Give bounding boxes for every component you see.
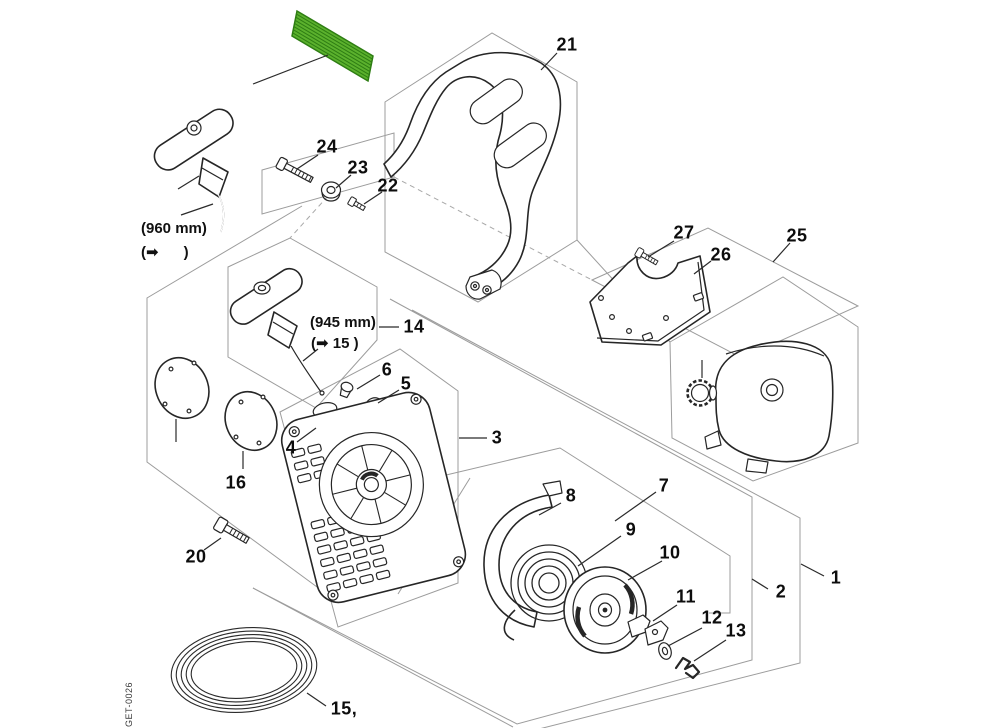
starter-grip-945-part xyxy=(229,267,325,396)
pawl-11-part xyxy=(627,614,669,646)
callout-26: 26 xyxy=(710,244,732,265)
screw-27-part xyxy=(634,247,659,266)
leader-grip960-b xyxy=(180,203,214,216)
leader-6 xyxy=(356,374,381,390)
callout-15: 15, xyxy=(330,698,358,719)
construction-box-25 xyxy=(590,227,860,359)
starter-rope-945 xyxy=(290,345,322,393)
plug-6-part xyxy=(339,381,354,399)
construction-box-7 xyxy=(424,447,731,614)
leader-26 xyxy=(693,260,712,275)
handle-foot-clamp xyxy=(465,269,502,300)
leader-9 xyxy=(577,535,622,567)
leader-23 xyxy=(335,174,352,189)
leader-2 xyxy=(751,578,769,590)
callout-10: 10 xyxy=(659,542,681,563)
construction-box-16 xyxy=(146,205,333,599)
construction-dash-b xyxy=(393,176,593,281)
callout-12: 12 xyxy=(701,607,723,628)
construction-dash-a xyxy=(289,195,329,239)
callout-9: 9 xyxy=(625,519,637,540)
callout-8: 8 xyxy=(565,485,577,506)
callout-20: 20 xyxy=(185,546,207,567)
cover-plates-16-part xyxy=(154,356,278,452)
callout-6: 6 xyxy=(381,359,393,380)
callout-14: 14 xyxy=(403,316,425,337)
callout-24: 24 xyxy=(316,136,338,157)
front-handle-part xyxy=(383,51,562,300)
callout-11: 11 xyxy=(675,586,697,607)
construction-box-muffler xyxy=(669,276,859,482)
callout-7: 7 xyxy=(658,475,670,496)
leader-11 xyxy=(652,604,678,622)
construction-lines xyxy=(146,32,860,728)
callout-23: 23 xyxy=(347,157,369,178)
leader-10 xyxy=(627,560,663,581)
washer-12-part xyxy=(658,642,672,660)
leader-27 xyxy=(647,240,675,258)
leader-21 xyxy=(540,52,558,71)
leader-4 xyxy=(296,427,317,443)
leader-25 xyxy=(772,242,791,263)
grip-shank xyxy=(267,311,298,349)
rope-rotor-10-part xyxy=(563,566,647,654)
rope-ring-15-part xyxy=(170,626,318,714)
construction-line-bottom xyxy=(252,587,514,728)
callout-22: 22 xyxy=(377,175,399,196)
rope-960-ref-label: (➡ ) xyxy=(141,244,189,261)
callout-16: 16 xyxy=(225,472,247,493)
handle-slot-lower xyxy=(493,122,547,169)
leader-grip960-a xyxy=(177,175,200,190)
grommet-23-part xyxy=(320,181,342,202)
callout-3: 3 xyxy=(491,427,503,448)
construction-box-2 xyxy=(252,298,753,725)
rope-length-960-label: (960 mm) xyxy=(141,220,207,237)
rope-945-ref-label: (➡ 15 ) xyxy=(311,335,359,352)
leader-13 xyxy=(693,639,727,662)
screw-22-part xyxy=(347,196,366,212)
grip-shank xyxy=(198,157,229,198)
starter-band-8-part xyxy=(483,480,563,628)
drawing-number: GET-0026 xyxy=(124,681,134,727)
callout-13: 13 xyxy=(725,620,747,641)
rope-length-945-label: (945 mm) xyxy=(310,314,376,331)
highlighted-part-strip[interactable] xyxy=(291,9,374,83)
callout-4: 4 xyxy=(285,437,297,458)
leader-24 xyxy=(296,154,319,170)
callout-21: 21 xyxy=(556,34,578,55)
spring-clip-13-part xyxy=(674,656,701,680)
guide-plate-26-part xyxy=(589,255,711,346)
callout-1: 1 xyxy=(830,567,842,588)
leader-20 xyxy=(203,537,222,551)
callout-27: 27 xyxy=(673,222,695,243)
handle-slot-upper xyxy=(469,78,523,125)
leader-lines xyxy=(175,52,825,707)
leader-1 xyxy=(800,563,825,577)
screw-20-part xyxy=(213,516,250,544)
leader-7 xyxy=(614,491,657,522)
fan-housing-3-part xyxy=(280,391,467,604)
leader-5 xyxy=(377,389,400,404)
callout-25: 25 xyxy=(786,225,808,246)
leader-15 xyxy=(306,692,327,707)
leader-8 xyxy=(538,502,562,516)
leader-green-part xyxy=(252,54,329,85)
starter-grip-960-part xyxy=(153,108,234,233)
leader-22 xyxy=(363,191,383,205)
callout-5: 5 xyxy=(400,373,412,394)
adjusting-knob-part xyxy=(686,379,718,407)
leader-12 xyxy=(667,627,703,647)
shroud-part xyxy=(704,340,834,474)
bolt-24-part xyxy=(275,156,314,183)
callout-2: 2 xyxy=(775,581,787,602)
leader-grip945 xyxy=(302,348,319,362)
construction-box-1 xyxy=(411,309,801,728)
